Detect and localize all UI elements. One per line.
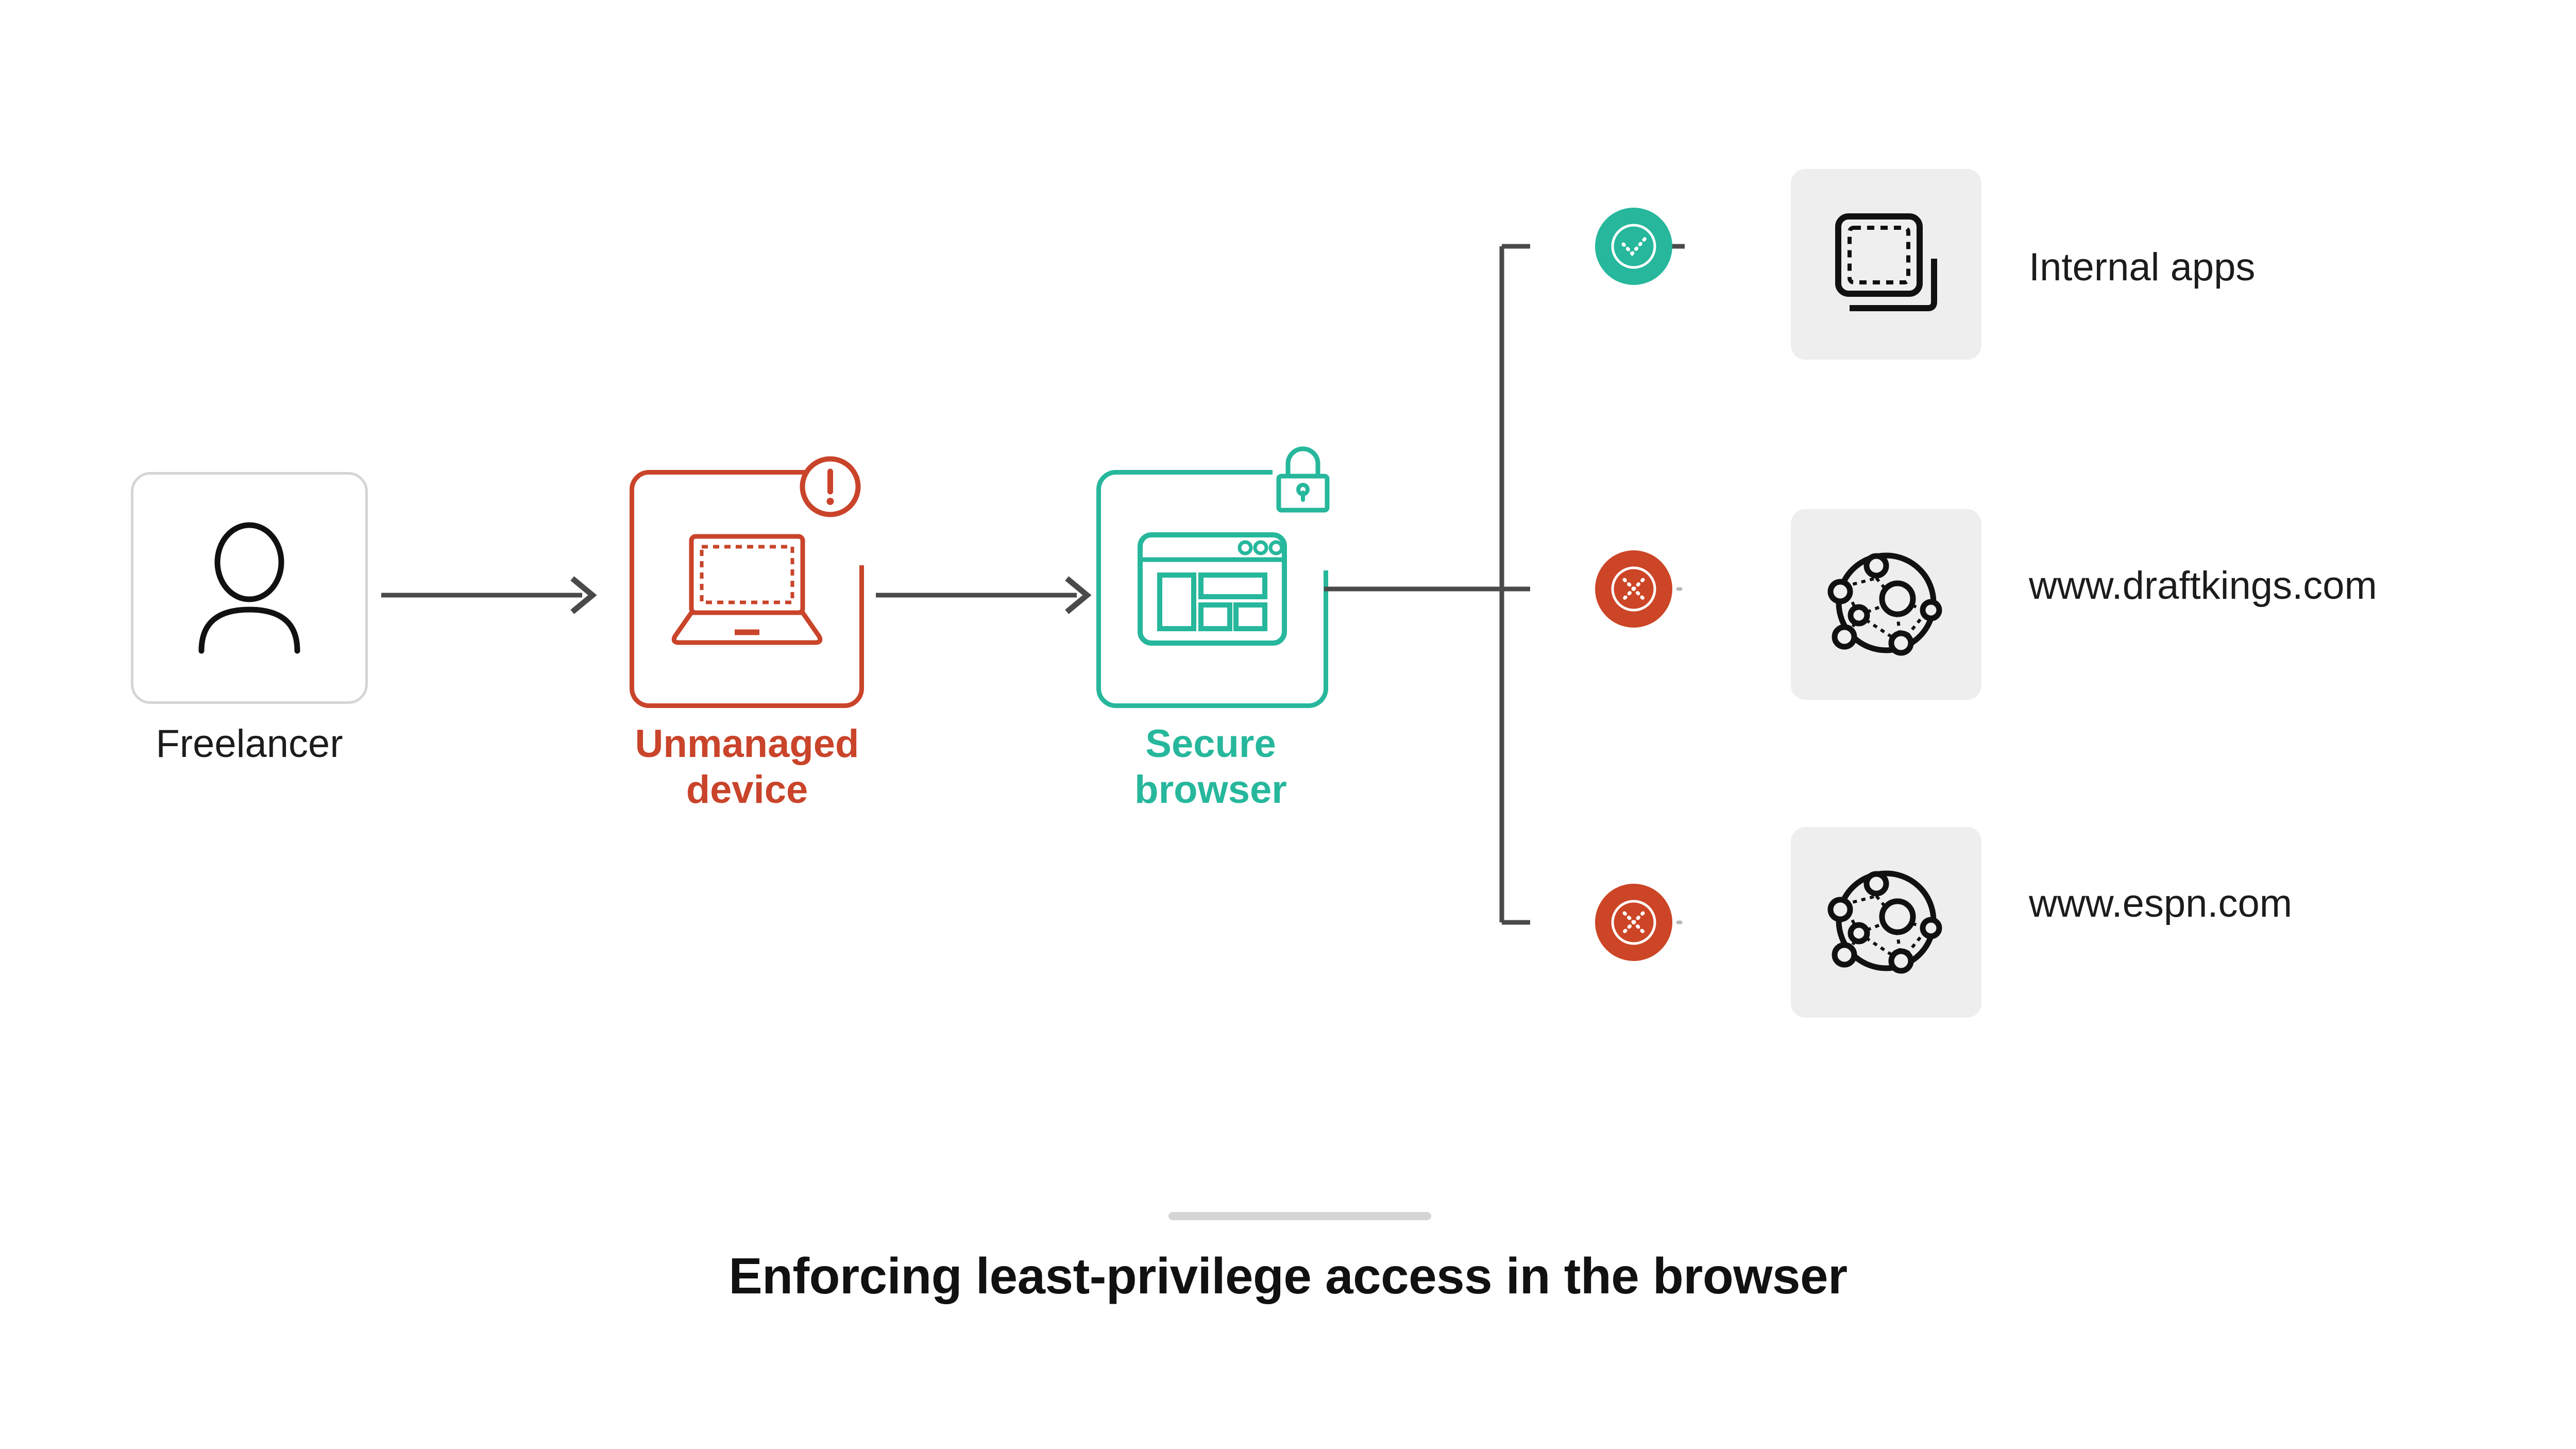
check-circle-icon	[1611, 224, 1656, 269]
person-icon	[198, 522, 300, 654]
border-notch-right	[859, 467, 867, 565]
x-circle-icon	[1611, 566, 1656, 612]
node-freelancer-label: Freelancer	[156, 722, 343, 766]
destination-card-internal-apps[interactable]	[1791, 169, 1981, 360]
stacked-apps-icon	[1835, 213, 1937, 311]
padlock-icon	[1273, 446, 1333, 516]
status-badge-deny-espn	[1595, 884, 1672, 961]
status-badge-deny-draftkings	[1595, 550, 1672, 628]
destination-card-draftkings[interactable]	[1791, 509, 1981, 700]
browser-window-icon	[1138, 532, 1287, 646]
node-unmanaged-device-label: Unmanaged device	[635, 722, 859, 812]
node-freelancer	[131, 472, 368, 704]
network-globe-icon	[1827, 552, 1942, 656]
network-globe-icon	[1827, 870, 1942, 974]
exclamation-circle-icon	[800, 456, 861, 517]
footer-divider	[1168, 1212, 1431, 1220]
destination-label-internal-apps: Internal apps	[2029, 245, 2256, 289]
status-badge-allow-internal-apps	[1595, 208, 1672, 285]
destination-card-espn[interactable]	[1791, 827, 1981, 1018]
x-circle-icon	[1611, 900, 1656, 945]
connector-freelancer-to-unmanaged	[381, 576, 597, 614]
diagram-title: Enforcing least-privilege access in the …	[728, 1248, 1848, 1304]
destination-label-draftkings: www.draftkings.com	[2029, 564, 2377, 608]
connector-unmanaged-to-secure	[876, 576, 1092, 614]
destination-label-espn: www.espn.com	[2029, 882, 2293, 925]
node-secure-browser-label: Secure browser	[1134, 722, 1287, 812]
laptop-icon	[671, 534, 822, 645]
